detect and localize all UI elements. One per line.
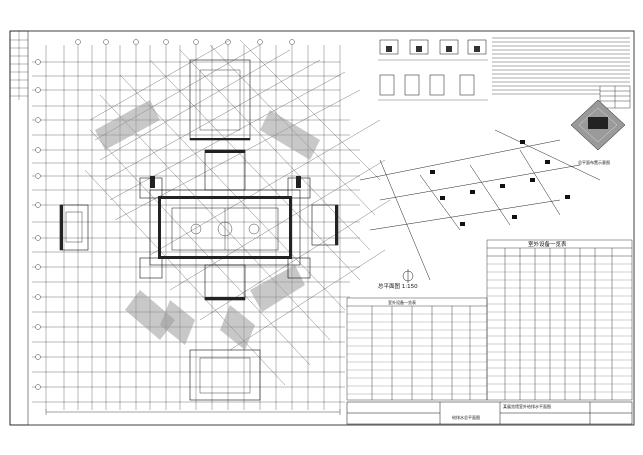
table-title-left: 室外设备一览表 [388, 300, 416, 305]
detail-sections [378, 39, 488, 101]
manholes [430, 140, 570, 226]
axis-bubbles-left [35, 59, 41, 390]
keymap-caption: 总平面布置示意图 [578, 160, 610, 165]
north-arrow-icon [402, 269, 414, 283]
pipe-network [359, 129, 601, 281]
building-walls [60, 138, 338, 300]
keymap-diagram-icon [570, 99, 626, 151]
sheet-name: 给排水总平面图 [452, 415, 480, 420]
title-block-name: 某展览馆室外给排水平面图 [503, 404, 551, 409]
main-building [59, 59, 339, 401]
left-strip-cells [10, 31, 28, 100]
small-legend-table [599, 85, 631, 109]
main-plan-caption: 总平面图 1:150 [378, 284, 418, 290]
equipment-table-left-rows [347, 313, 487, 395]
bottom-dimension [45, 409, 341, 415]
detail-section-fills [386, 46, 480, 52]
title-block [346, 401, 633, 425]
notes-text-lines [492, 37, 630, 95]
equipment-table [486, 239, 633, 401]
axis-bubbles-top [75, 39, 295, 45]
plan-grid-vertical [45, 45, 341, 410]
table-title-top: 室外设备一览表 [528, 242, 567, 248]
equipment-table-rows [487, 263, 632, 393]
hatched-zones [95, 100, 320, 350]
equipment-table-left [346, 297, 488, 401]
